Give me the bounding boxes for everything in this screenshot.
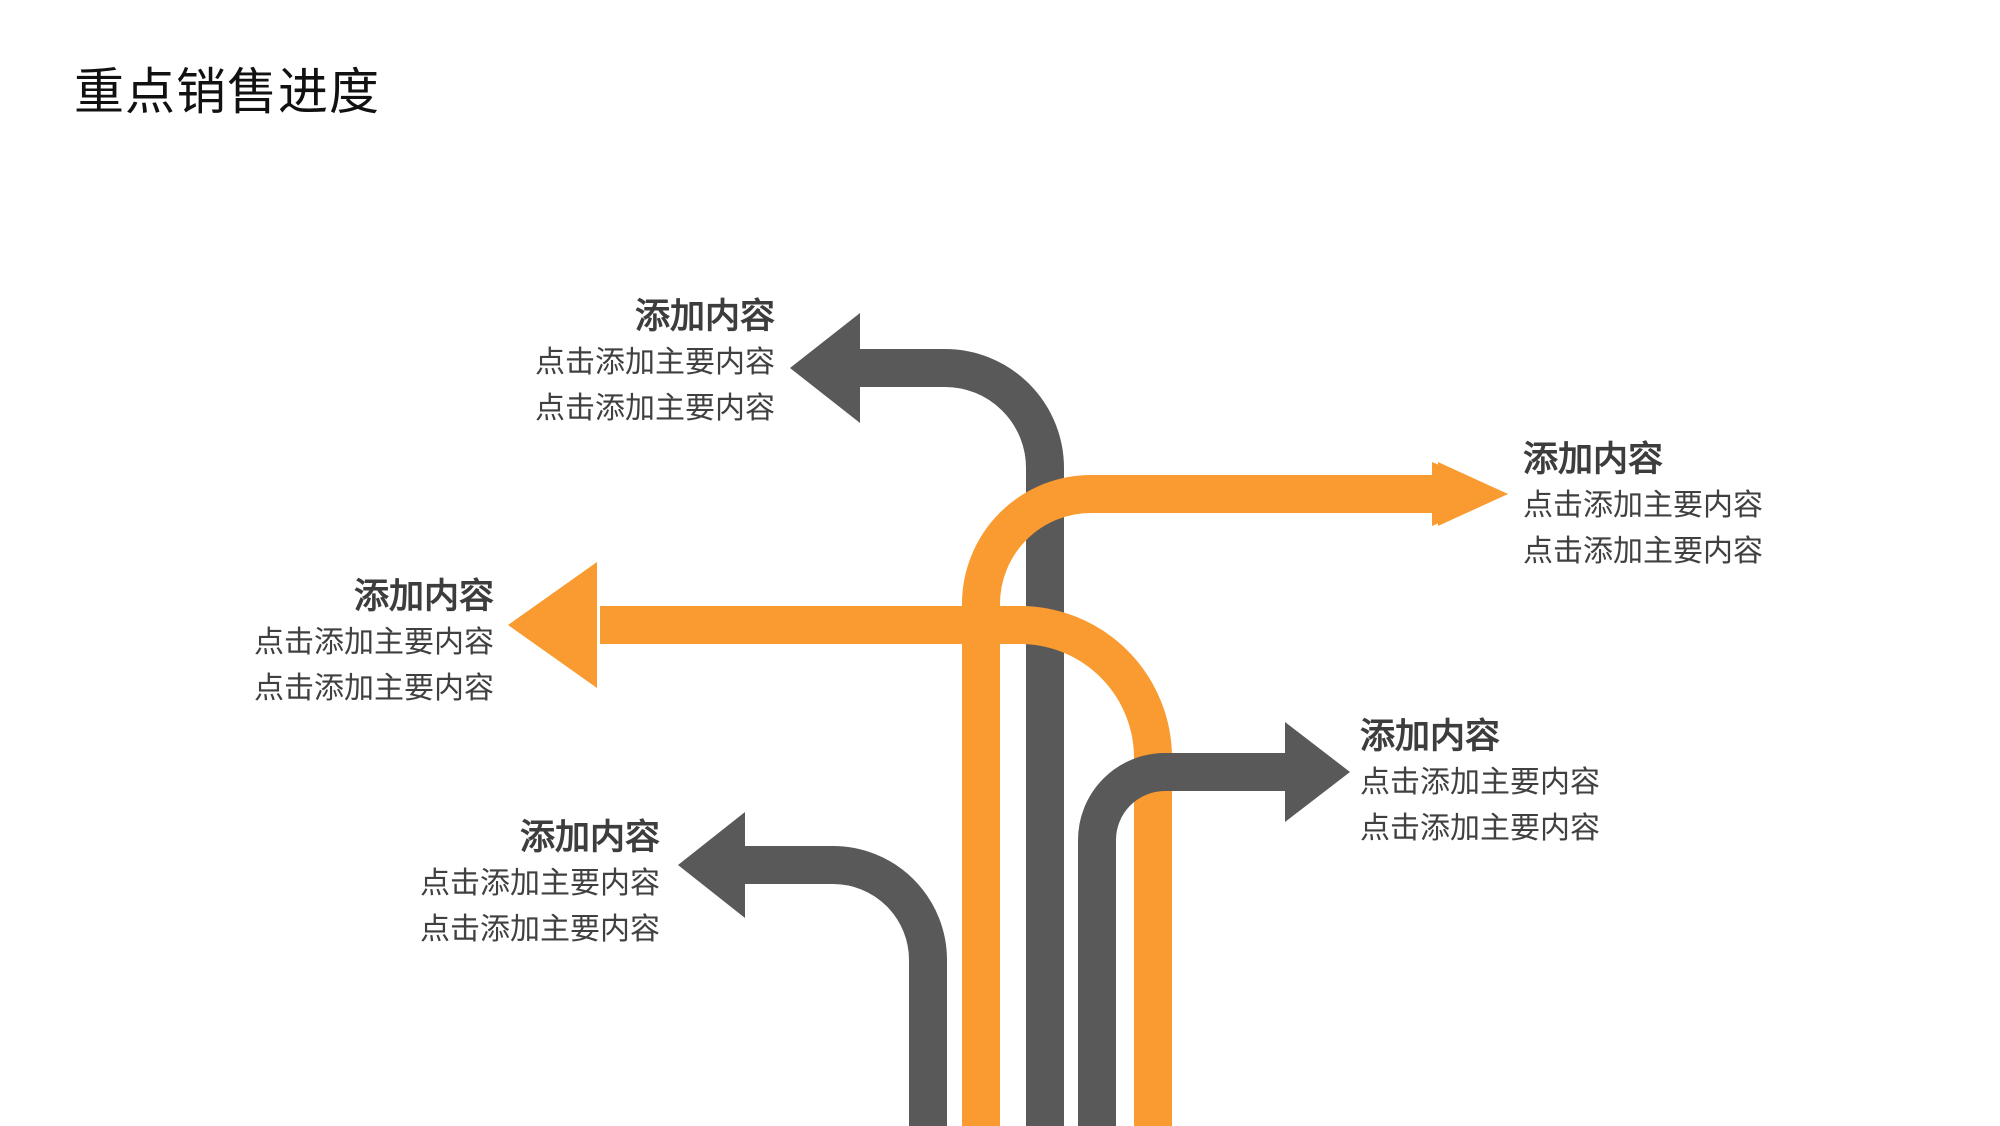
label-middle-left-line-2: 点击添加主要内容 bbox=[254, 671, 494, 706]
label-middle-left-heading: 添加内容 bbox=[353, 577, 494, 617]
label-middle-left-line-1: 点击添加主要内容 bbox=[254, 625, 494, 660]
arrow-gray-upper-left bbox=[790, 313, 1064, 1126]
arrow-gray-upper-left-head bbox=[790, 313, 860, 423]
arrow-gray-right-head bbox=[1285, 722, 1350, 822]
label-lower-right: 添加内容 点击添加主要内容 点击添加主要内容 bbox=[1360, 714, 1720, 852]
label-upper-left-line-2: 点击添加主要内容 bbox=[535, 391, 775, 426]
label-lower-left-line-2: 点击添加主要内容 bbox=[420, 912, 660, 947]
label-upper-right-line-1: 点击添加主要内容 bbox=[1523, 488, 1763, 523]
arrow-gray-upper-left-stem bbox=[860, 349, 1064, 1126]
page-title: 重点销售进度 bbox=[74, 63, 380, 121]
label-upper-left-line-1: 点击添加主要内容 bbox=[535, 345, 775, 380]
arrow-gray-lower-left-head bbox=[678, 812, 745, 918]
label-lower-left-heading: 添加内容 bbox=[519, 818, 660, 858]
label-lower-left-line-1: 点击添加主要内容 bbox=[420, 866, 660, 901]
label-upper-left: 添加内容 点击添加主要内容 点击添加主要内容 bbox=[415, 294, 775, 432]
label-upper-right: 添加内容 点击添加主要内容 点击添加主要内容 bbox=[1523, 437, 1883, 575]
label-middle-left: 添加内容 点击添加主要内容 点击添加主要内容 bbox=[134, 574, 494, 712]
arrow-orange-right-stem bbox=[962, 475, 1435, 1126]
arrow-orange-left-head bbox=[508, 562, 597, 688]
arrow-orange-right-head-wide bbox=[1438, 462, 1508, 526]
label-lower-right-heading: 添加内容 bbox=[1360, 717, 1501, 757]
arrow-gray-lower-left bbox=[678, 812, 947, 1126]
label-upper-right-heading: 添加内容 bbox=[1523, 440, 1664, 480]
label-lower-right-line-1: 点击添加主要内容 bbox=[1360, 765, 1600, 800]
arrow-orange-left-stem bbox=[600, 606, 1172, 1126]
arrow-gray-right-stem bbox=[1078, 753, 1285, 1126]
arrow-gray-right bbox=[1078, 722, 1350, 1126]
label-lower-left: 添加内容 点击添加主要内容 点击添加主要内容 bbox=[300, 815, 660, 953]
label-upper-right-line-2: 点击添加主要内容 bbox=[1523, 534, 1763, 569]
arrow-orange-left bbox=[508, 562, 1172, 1126]
arrow-gray-lower-left-stem bbox=[745, 846, 947, 1126]
label-lower-right-line-2: 点击添加主要内容 bbox=[1360, 811, 1600, 846]
label-upper-left-heading: 添加内容 bbox=[634, 297, 775, 337]
